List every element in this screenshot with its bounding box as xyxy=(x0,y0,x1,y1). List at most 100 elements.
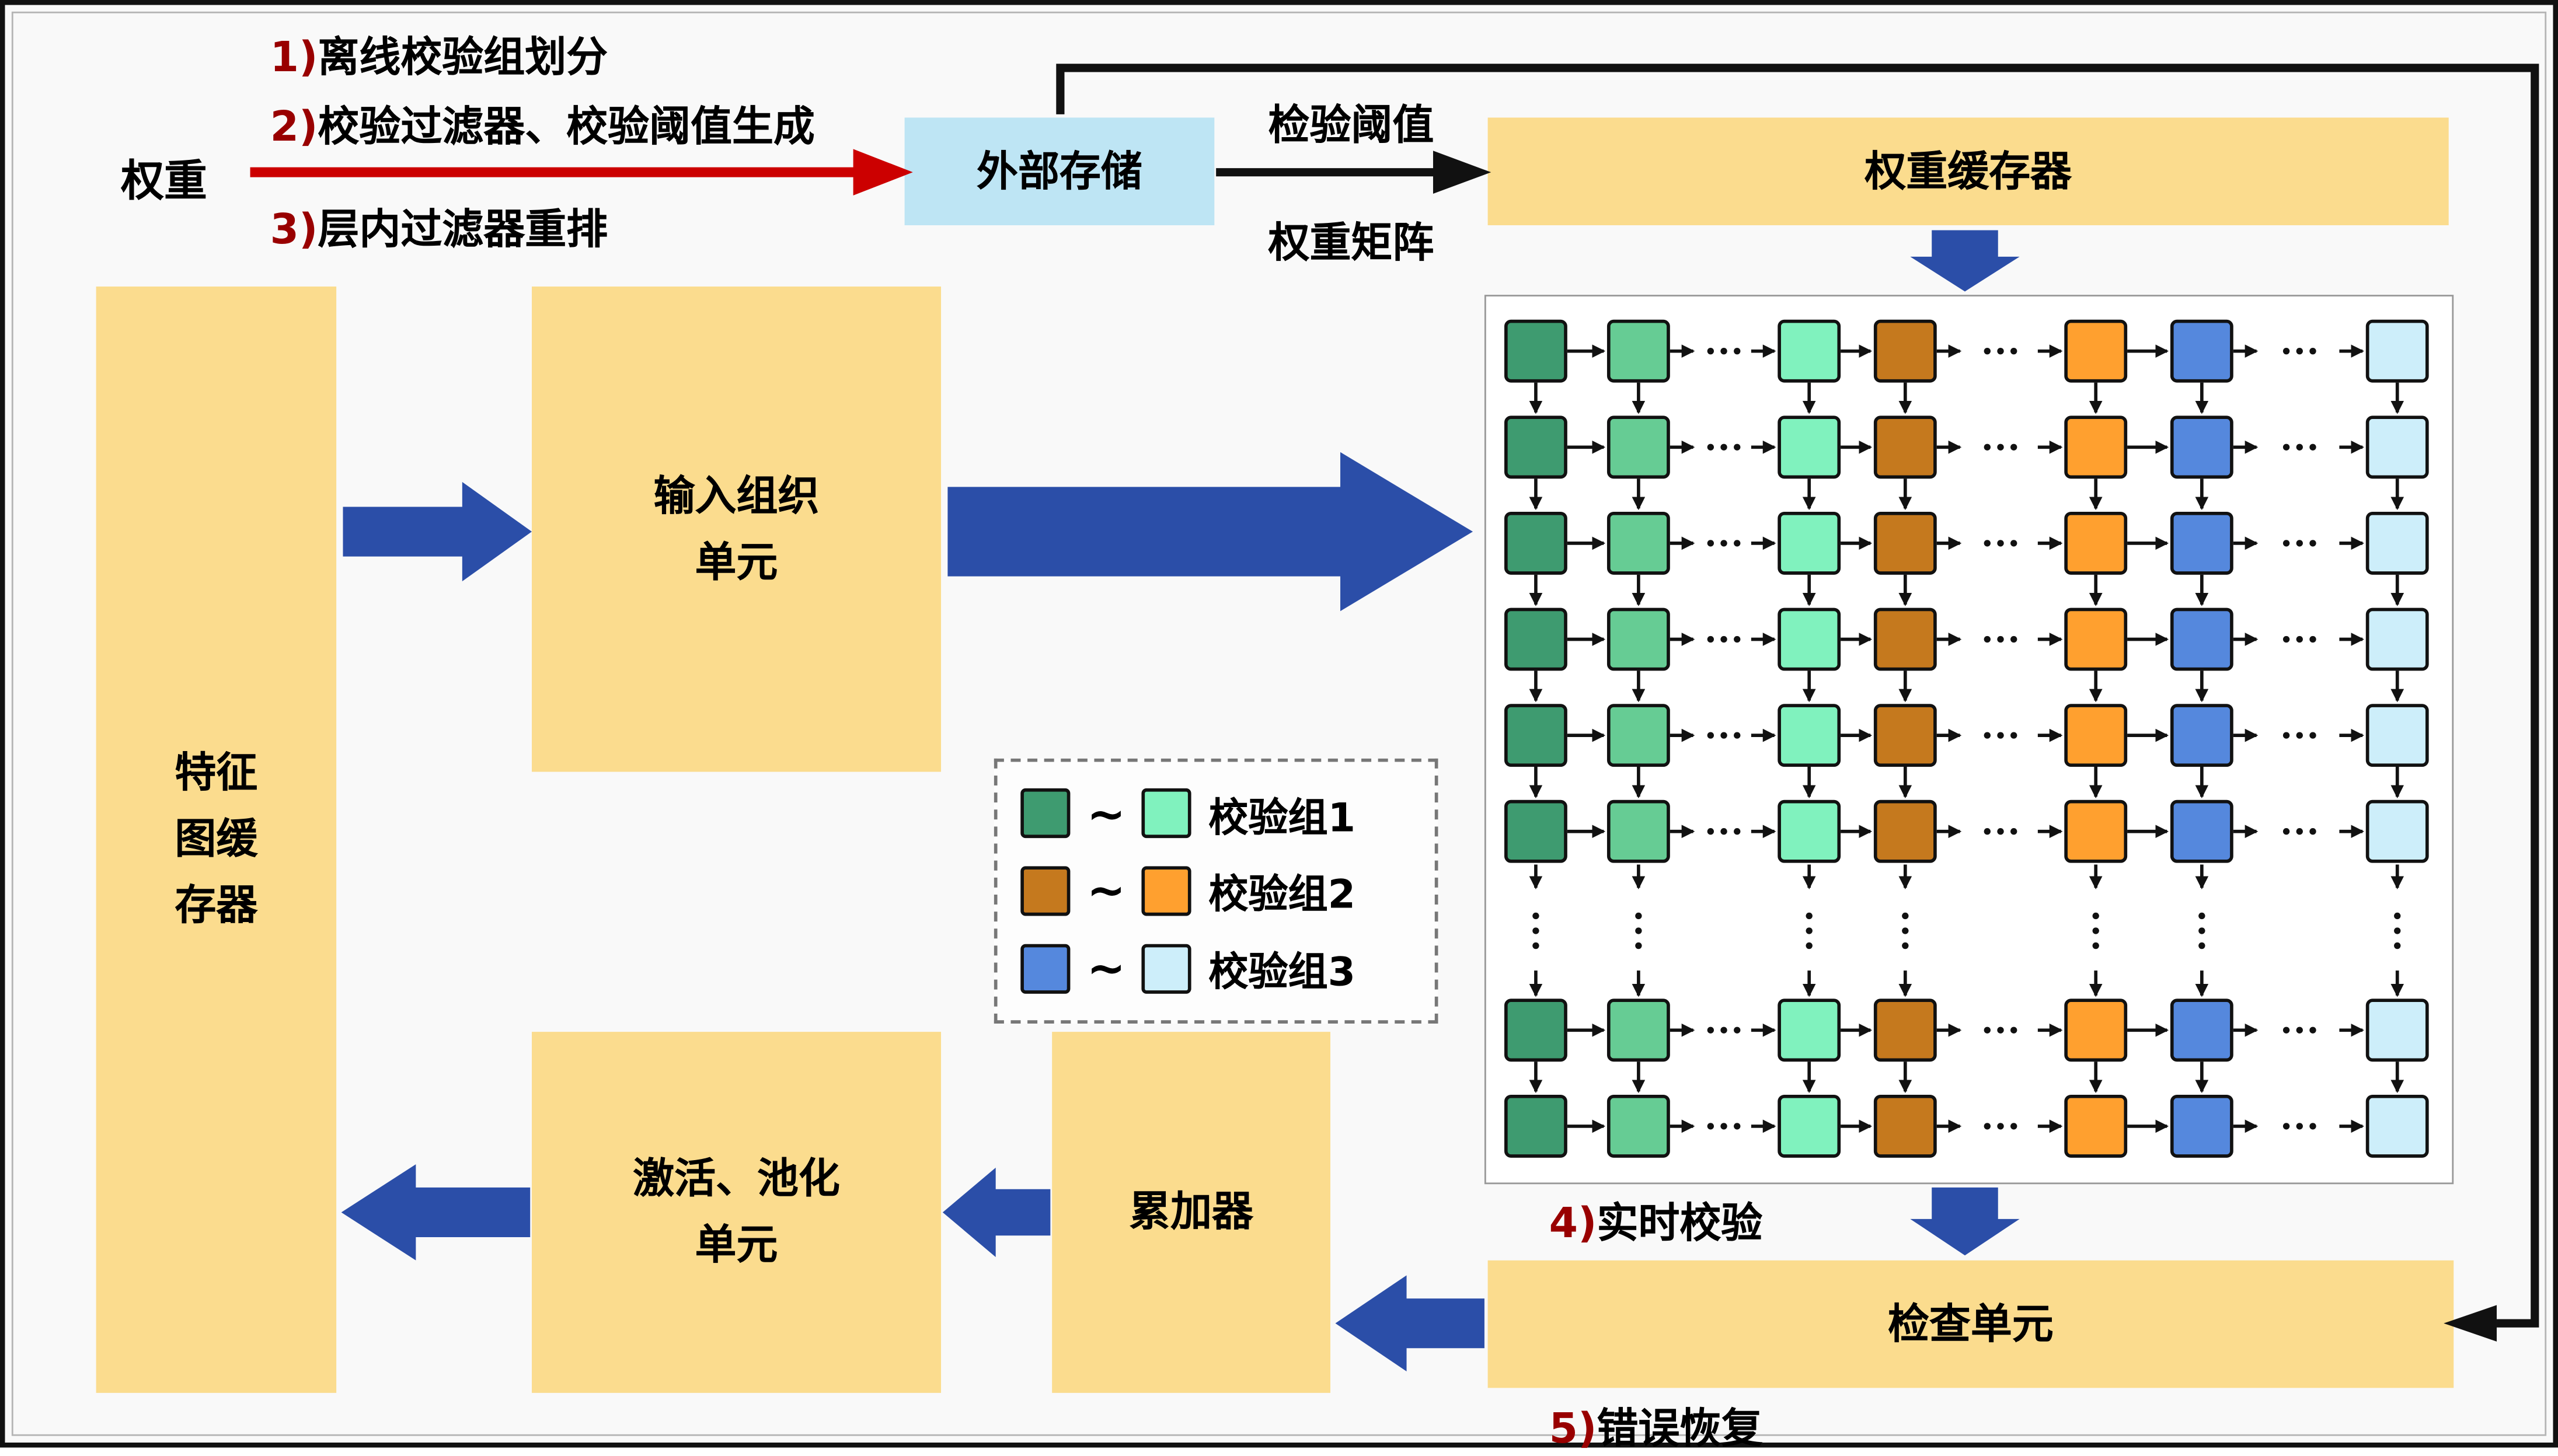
ellipsis-dot xyxy=(1997,1026,2004,1033)
ellipsis-dot xyxy=(1720,1026,1727,1033)
edge-label-check-threshold: 检验阈值 xyxy=(1268,101,1434,149)
pe-cell xyxy=(1504,1094,1567,1158)
ellipsis-dot xyxy=(2010,1026,2017,1033)
ellipsis-dot xyxy=(1707,348,1714,355)
ellipsis-dot xyxy=(1707,540,1714,547)
pe-cell xyxy=(1778,607,1841,671)
pe-cell xyxy=(1873,319,1937,383)
ellipsis-dot xyxy=(2282,732,2290,739)
ellipsis-dot xyxy=(1806,927,1813,934)
ellipsis-dot xyxy=(2010,732,2017,739)
pe-cell xyxy=(2170,799,2233,863)
pe-array-grid xyxy=(1504,319,2429,1158)
ellipsis-dot xyxy=(2282,348,2290,355)
annotation-text: 层内过滤器重排 xyxy=(318,205,608,254)
ellipsis-dot xyxy=(1635,912,1642,920)
ellipsis-dot xyxy=(2394,927,2401,934)
ellipsis-dot xyxy=(2296,540,2303,547)
pe-cell xyxy=(1606,799,1670,863)
ellipsis-dot xyxy=(2282,1026,2290,1033)
legend-swatch-dark xyxy=(1020,943,1071,993)
ellipsis-dot xyxy=(1734,444,1741,451)
pe-cell xyxy=(1606,704,1670,767)
ellipsis-dot xyxy=(2198,927,2205,934)
arrow-activation-to-feature xyxy=(341,1164,531,1261)
pe-cell xyxy=(2064,607,2128,671)
ellipsis-dot xyxy=(2296,1123,2303,1130)
ellipsis-dot xyxy=(1902,927,1909,934)
legend-item: ~校验组2 xyxy=(1020,862,1412,920)
ellipsis-dot xyxy=(2010,636,2017,643)
annotation-text: 校验过滤器、校验阈值生成 xyxy=(318,102,815,151)
pe-cell xyxy=(1504,607,1567,671)
ellipsis-dot xyxy=(2296,732,2303,739)
pe-cell xyxy=(2170,607,2233,671)
ellipsis-dot xyxy=(1720,1123,1727,1130)
ellipsis-dot xyxy=(2282,444,2290,451)
ellipsis-dot xyxy=(1720,636,1727,643)
pe-cell xyxy=(2365,704,2429,767)
ellipsis-dot xyxy=(2296,444,2303,451)
ellipsis-dot xyxy=(2010,348,2017,355)
ellipsis-dot xyxy=(1734,1123,1741,1130)
legend-swatch-light xyxy=(1142,788,1192,839)
ellipsis-dot xyxy=(1720,348,1727,355)
ellipsis-dot xyxy=(2309,540,2316,547)
ellipsis-dot xyxy=(1720,828,1727,835)
pe-cell xyxy=(2365,799,2429,863)
weights-arrowhead xyxy=(853,149,913,195)
pe-cell xyxy=(1606,319,1670,383)
edge-label-weight-matrix: 权重矩阵 xyxy=(1268,218,1434,267)
pe-cell xyxy=(2365,1094,2429,1158)
annotation-number: 4) xyxy=(1549,1199,1597,1248)
annotation-number: 1) xyxy=(270,33,318,82)
ellipsis-dot xyxy=(2309,636,2316,643)
pe-cell xyxy=(1778,511,1841,575)
ellipsis-dot xyxy=(1997,828,2004,835)
ellipsis-dot xyxy=(2309,828,2316,835)
pe-cell xyxy=(1606,998,1670,1062)
ellipsis-dot xyxy=(1997,732,2004,739)
ellipsis-dot xyxy=(1984,636,1991,643)
pe-cell xyxy=(1873,704,1937,767)
ellipsis-dot xyxy=(2198,912,2205,920)
ellipsis-dot xyxy=(1806,942,1813,949)
pe-cell xyxy=(1606,607,1670,671)
ellipsis-dot xyxy=(1902,912,1909,920)
pe-cell xyxy=(1504,511,1567,575)
ellipsis-dot xyxy=(2010,444,2017,451)
ellipsis-dot xyxy=(2309,1123,2316,1130)
ellipsis-dot xyxy=(2296,828,2303,835)
pe-cell xyxy=(1873,998,1937,1062)
pe-cell xyxy=(1606,1094,1670,1158)
ellipsis-dot xyxy=(2010,828,2017,835)
ellipsis-dot xyxy=(1997,636,2004,643)
ellipsis-dot xyxy=(1734,1026,1741,1033)
input-org-unit-box: 输入组织 单元 xyxy=(532,286,942,772)
annotation-number: 5) xyxy=(1549,1404,1597,1453)
legend-box: ~校验组1~校验组2~校验组3 xyxy=(994,758,1438,1024)
ellipsis-dot xyxy=(1707,1123,1714,1130)
pe-cell xyxy=(2365,511,2429,575)
ellipsis-dot xyxy=(1734,348,1741,355)
ellipsis-dot xyxy=(2198,942,2205,949)
annotation-offline-grouping: 1)离线校验组划分 xyxy=(270,25,608,85)
ellipsis-dot xyxy=(2282,828,2290,835)
pe-cell xyxy=(1504,415,1567,479)
pe-cell xyxy=(2064,704,2128,767)
legend-label: 校验组2 xyxy=(1208,872,1356,919)
legend-label: 校验组3 xyxy=(1208,949,1356,996)
ellipsis-dot xyxy=(1997,540,2004,547)
ellipsis-dot xyxy=(2282,636,2290,643)
pe-cell xyxy=(2064,415,2128,479)
annotation-error-recovery: 5)错误恢复 xyxy=(1549,1396,1763,1456)
ellipsis-dot xyxy=(1984,732,1991,739)
arrow-input-to-pe xyxy=(947,452,1473,612)
ellipsis-dot xyxy=(2394,942,2401,949)
external-storage-box: 外部存储 xyxy=(904,117,1215,225)
activation-pooling-box: 激活、池化 单元 xyxy=(532,1032,942,1393)
pe-cell xyxy=(2170,1094,2233,1158)
annotation-number: 2) xyxy=(270,102,318,151)
pe-cell xyxy=(1873,607,1937,671)
